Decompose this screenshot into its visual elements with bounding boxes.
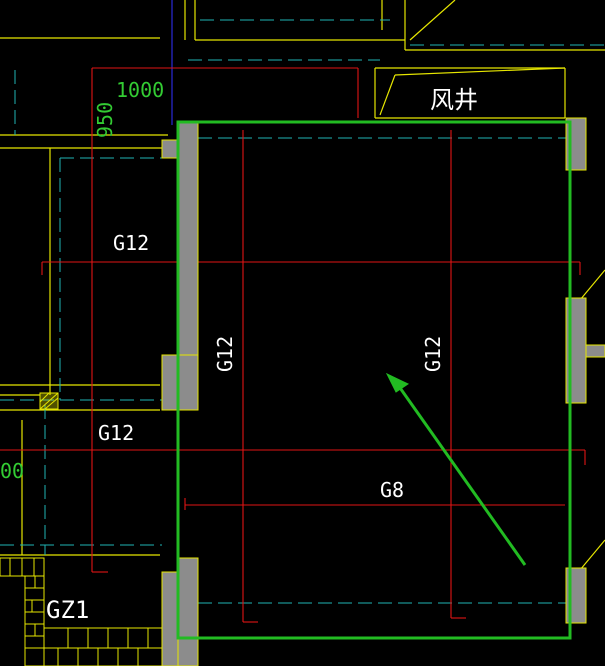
column-label-gz1: GZ1 [46, 596, 89, 624]
shaft-label: 风井 [430, 86, 478, 114]
beam-label-g12-lower-left: G12 [98, 421, 134, 445]
arrow-annotation [385, 372, 527, 566]
walls [161, 117, 605, 666]
axis-lines [0, 19, 605, 604]
selection-outline[interactable] [176, 120, 572, 640]
beam-label-g8: G8 [380, 478, 404, 502]
beam-lines [0, 67, 586, 623]
top-structure-lines [0, 0, 605, 571]
beam-label-g12-upper-left: G12 [113, 231, 149, 255]
dimension-text-partial: 00 [0, 459, 24, 483]
dimension-text-950: 950 [93, 102, 117, 138]
dimension-text-1000: 1000 [116, 78, 164, 102]
beam-label-g12-vertical-right: G12 [421, 336, 445, 372]
beam-label-g12-vertical-left: G12 [213, 336, 237, 372]
brick-column [0, 392, 162, 666]
